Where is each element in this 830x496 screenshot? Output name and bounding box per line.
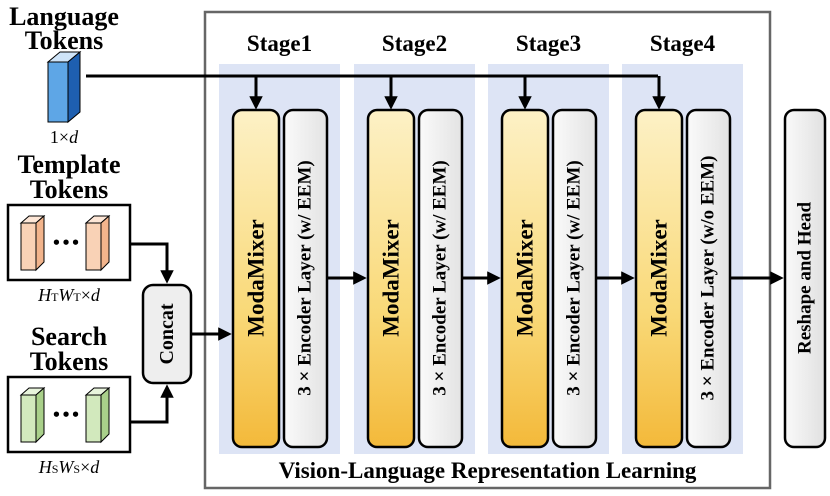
stage3-modamixer-label: ModaMixer [512, 219, 538, 337]
stage4-modamixer-label: ModaMixer [646, 219, 672, 337]
stage1-title: Stage1 [246, 31, 313, 56]
template-token-cube-left [19, 214, 46, 272]
template-dim-w: W [58, 285, 74, 305]
template-tokens-title-line1: Template [17, 150, 121, 179]
template-dim-w-sub: T [73, 290, 81, 304]
stage3-title: Stage3 [515, 31, 582, 56]
search-token-cube-left [19, 386, 46, 444]
frame-footer-title: Vision-Language Representation Learning [278, 458, 697, 483]
stage2-title: Stage2 [381, 31, 448, 56]
template-dim-h-sub: T [51, 290, 59, 304]
language-tokens-title-line1: Language [9, 2, 119, 31]
stage3-encoder-label: 3 × Encoder Layer (w/ EEM) [563, 160, 585, 396]
template-dim-var: d [90, 285, 100, 305]
template-token-cube-right [84, 214, 111, 272]
search-ellipsis: ••• [51, 406, 81, 424]
search-dim-h-sub: S [51, 462, 59, 476]
template-dim-h: H [38, 285, 52, 305]
reshape-head-block [783, 108, 827, 449]
stage4-title: Stage4 [649, 31, 716, 56]
reshape-head-label: Reshape and Head [794, 201, 816, 355]
search-to-concat-arrow [130, 384, 174, 424]
stage4-modamixer-block [634, 108, 684, 449]
search-dim-w: W [58, 457, 74, 477]
language-dim-prefix: 1× [49, 127, 70, 147]
language-dim-var: d [69, 127, 79, 147]
search-tokens-title-line2: Tokens [29, 347, 109, 376]
concat-label: Concat [156, 303, 178, 365]
search-token-cube-right [84, 386, 111, 444]
main-frame [203, 10, 772, 490]
template-tokens-title-line2: Tokens [29, 175, 109, 204]
stage2-modamixer-block [366, 108, 416, 449]
search-dim-times: × [80, 457, 91, 477]
stage1-modamixer-block [231, 108, 281, 449]
search-dim-var: d [90, 457, 100, 477]
search-dim-h: H [38, 457, 52, 477]
template-ellipsis: ••• [51, 234, 81, 252]
language-token-cube [46, 50, 82, 124]
stage2-modamixer-label: ModaMixer [378, 219, 404, 337]
stage4-encoder-label: 3 × Encoder Layer (w/o EEM) [697, 155, 719, 401]
language-tokens-dim: 1×d [40, 128, 88, 146]
stage1-modamixer-label: ModaMixer [243, 219, 269, 337]
stage3-modamixer-block [500, 108, 550, 449]
search-tokens-title-line1: Search [30, 322, 108, 351]
stage2-encoder-label: 3 × Encoder Layer (w/ EEM) [429, 160, 451, 396]
template-dim-times: × [80, 285, 91, 305]
search-dim-w-sub: S [73, 462, 81, 476]
search-tokens-dim: HSWS×d [8, 458, 130, 476]
language-tokens-title-line2: Tokens [24, 26, 104, 55]
template-tokens-dim: HTWT×d [8, 286, 130, 304]
stage1-encoder-label: 3 × Encoder Layer (w/ EEM) [294, 160, 316, 396]
template-to-concat-arrow [130, 242, 174, 284]
